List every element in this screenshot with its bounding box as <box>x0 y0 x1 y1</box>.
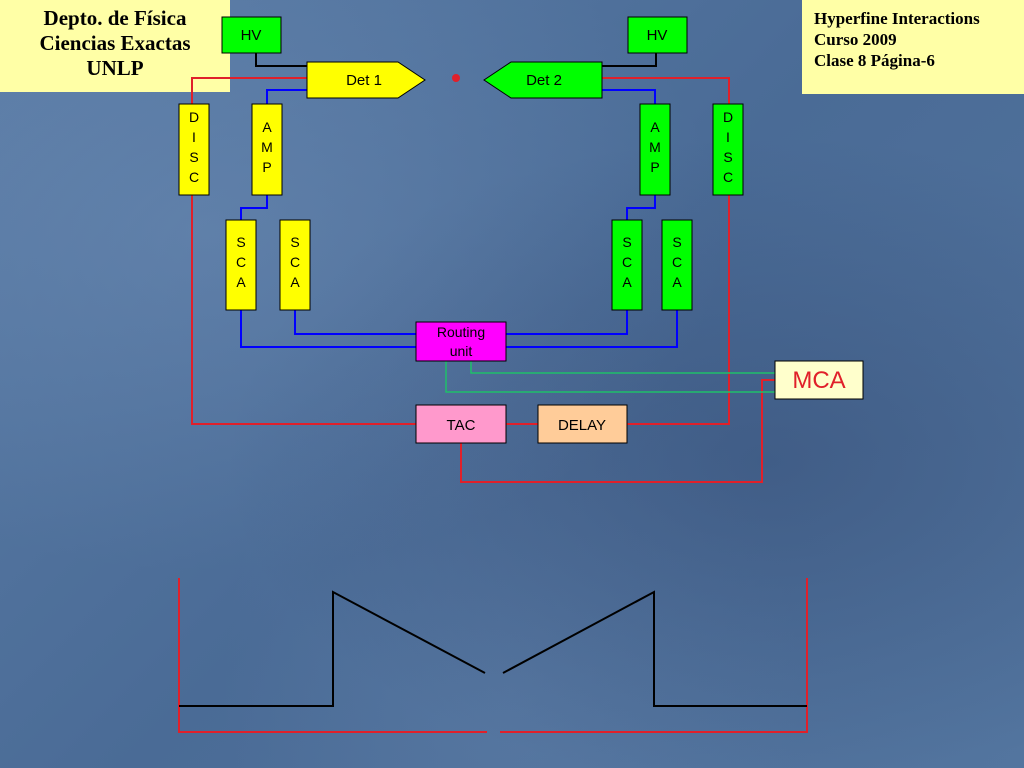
disc-left-letter-d: D <box>189 109 199 125</box>
amp-left-letter-m: M <box>261 139 273 155</box>
red-wire-right <box>602 77 730 104</box>
sca-3-letter-a: A <box>622 274 632 290</box>
hv-left-cable <box>255 53 307 67</box>
routing-unit-label-2: unit <box>450 343 473 359</box>
course-line-2: Curso 2009 <box>814 30 897 49</box>
mca-label: MCA <box>792 367 845 394</box>
sca-3-letter-s: S <box>622 234 631 250</box>
disc-left-letter-s: S <box>189 149 198 165</box>
header-course: Hyperfine Interactions Curso 2009 Clase … <box>802 0 1024 94</box>
institution-line-1: Depto. de Física <box>43 6 187 30</box>
blue-wire-sca1-routing <box>240 310 416 348</box>
sca-1-letter-a: A <box>236 274 246 290</box>
amp-right-box <box>639 103 671 196</box>
hv-left-box <box>221 16 282 54</box>
course-line-3: Clase 8 Página-6 <box>814 51 935 70</box>
sca-2-letter-a: A <box>290 274 300 290</box>
blue-wire-det1-amp <box>266 89 307 104</box>
disc-right-letter-d: D <box>723 109 733 125</box>
amp-left-letter-p: P <box>262 159 271 175</box>
red-wire-left <box>191 77 307 104</box>
blue-wire-amp-sca-right <box>626 195 656 220</box>
spectrum-left-curve <box>179 590 486 707</box>
hv-right-label: HV <box>647 27 668 44</box>
sca-1-box <box>225 219 257 311</box>
amp-left-letter-a: A <box>262 119 272 135</box>
course-line-1: Hyperfine Interactions <box>814 9 980 28</box>
institution-line-2: Ciencias Exactas <box>39 31 191 55</box>
amp-right-letter-a: A <box>650 119 660 135</box>
spectrum-left-red-bracket <box>178 578 487 733</box>
sca-4-box <box>661 219 693 311</box>
sca-3-box <box>611 219 643 311</box>
sca-1-letter-s: S <box>236 234 245 250</box>
disc-left-letter-c: C <box>189 169 199 185</box>
sca-3-letter-c: C <box>622 254 632 270</box>
green-wire-routing-1 <box>445 361 775 393</box>
tac-box <box>415 404 507 444</box>
delay-box <box>537 404 628 444</box>
hv-right-cable <box>602 53 657 67</box>
source-dot <box>452 74 460 82</box>
detector-1-label: Det 1 <box>346 72 382 89</box>
sca-2-letter-c: C <box>290 254 300 270</box>
disc-left-box <box>178 103 210 196</box>
green-wire-routing-2 <box>470 361 775 374</box>
tac-label: TAC <box>447 417 476 434</box>
sca-4-letter-c: C <box>672 254 682 270</box>
delay-label: DELAY <box>558 417 606 434</box>
hv-right-box <box>627 16 688 54</box>
hv-left-label: HV <box>241 27 262 44</box>
detector-2 <box>483 61 603 99</box>
blue-wire-amp-sca-left <box>240 195 268 220</box>
amp-left-box <box>251 103 283 196</box>
sca-2-letter-s: S <box>290 234 299 250</box>
mca-box <box>774 360 864 400</box>
blue-wire-sca4-routing <box>506 310 678 348</box>
sca-2-box <box>279 219 311 311</box>
routing-unit-box <box>415 321 507 362</box>
amp-right-letter-m: M <box>649 139 661 155</box>
disc-right-letter-c: C <box>723 169 733 185</box>
detector-2-label: Det 2 <box>526 72 562 89</box>
routing-unit-label-1: Routing <box>437 324 485 340</box>
red-wire-left-tac <box>191 195 416 425</box>
amp-right-letter-p: P <box>650 159 659 175</box>
sca-4-letter-a: A <box>672 274 682 290</box>
disc-left-letter-i: I <box>192 129 196 145</box>
header-institution: Depto. de Física Ciencias Exactas UNLP <box>0 0 230 92</box>
disc-right-box <box>712 103 744 196</box>
sca-1-letter-c: C <box>236 254 246 270</box>
red-wire-tac-mca <box>460 379 775 483</box>
institution-line-3: UNLP <box>86 56 144 80</box>
blue-wire-det2-amp <box>602 89 656 104</box>
blue-wire-sca3-routing <box>506 310 628 335</box>
detector-1 <box>306 61 426 99</box>
disc-right-letter-s: S <box>723 149 732 165</box>
sca-4-letter-s: S <box>672 234 681 250</box>
spectrum-right-red-bracket <box>500 578 808 733</box>
spectrum-right-curve <box>502 590 807 707</box>
disc-right-letter-i: I <box>726 129 730 145</box>
blue-wire-sca2-routing <box>294 310 416 335</box>
red-wire-right-delay <box>627 195 730 425</box>
